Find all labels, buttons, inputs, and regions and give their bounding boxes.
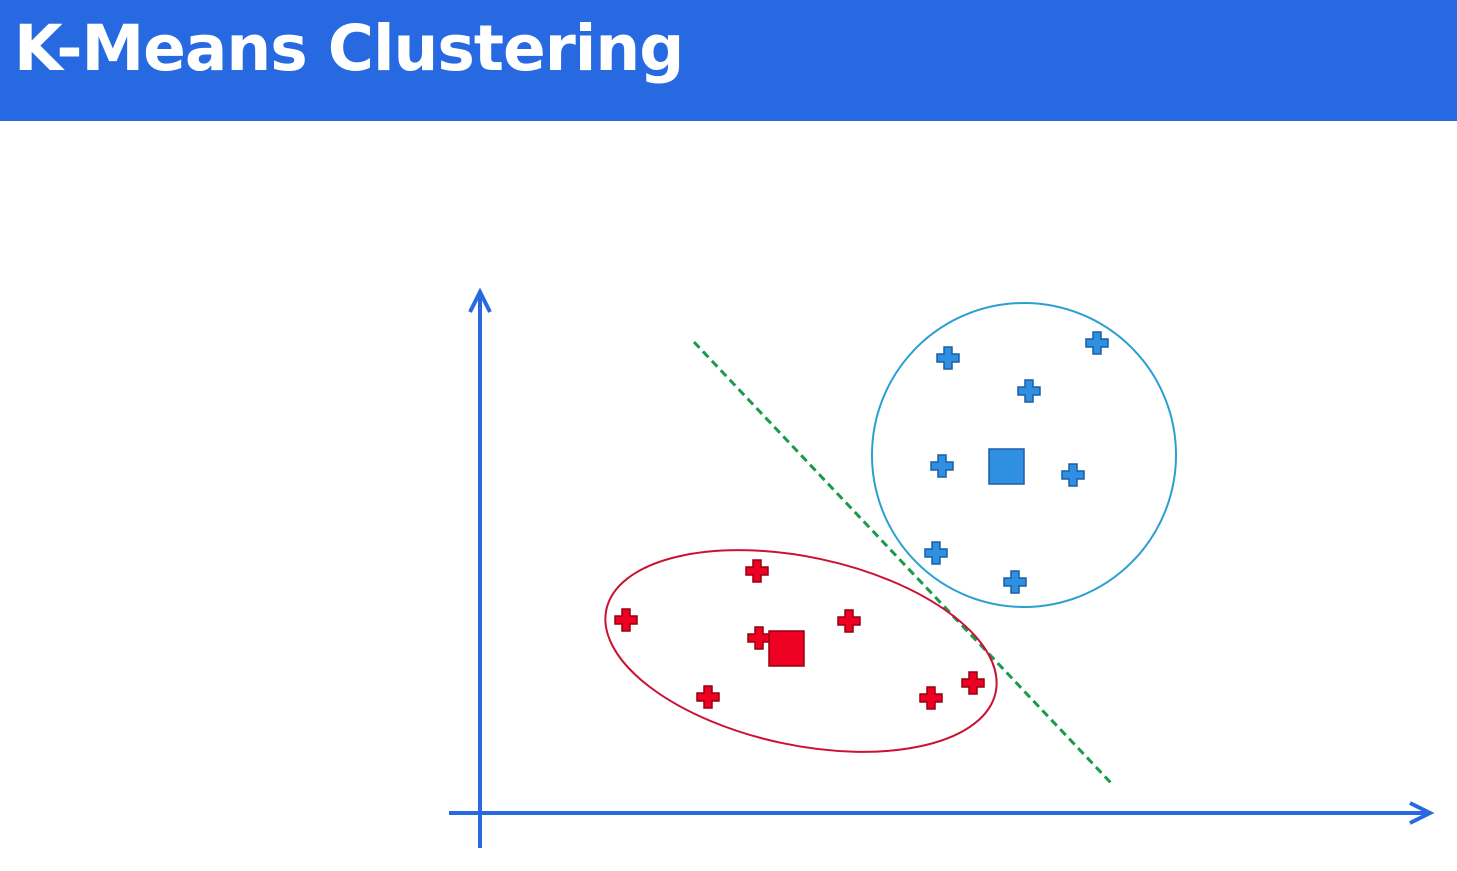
decision-boundary [692,340,1114,786]
red-point [696,685,720,709]
page-title: K-Means Clustering [14,12,684,85]
blue-point [930,454,954,478]
x-axis-arrow [1409,801,1435,825]
blue-point [1085,331,1109,355]
blue-cluster [871,302,1177,608]
red-point [614,608,638,632]
blue-point [1017,379,1041,403]
red-point [747,626,771,650]
blue-point [1003,570,1027,594]
axes [449,287,1435,848]
red-cluster-boundary [604,549,998,753]
blue-cluster-boundary [871,302,1177,608]
blue-point [936,346,960,370]
red-point [837,609,861,633]
red-cluster [604,549,998,753]
red-point [745,559,769,583]
red-point [919,686,943,710]
blue-centroid [988,448,1025,485]
blue-point [924,541,948,565]
title-bar: K-Means Clustering [0,0,1457,121]
red-centroid [768,630,805,667]
blue-point [1061,463,1085,487]
red-point [961,671,985,695]
y-axis-arrow [468,287,492,313]
